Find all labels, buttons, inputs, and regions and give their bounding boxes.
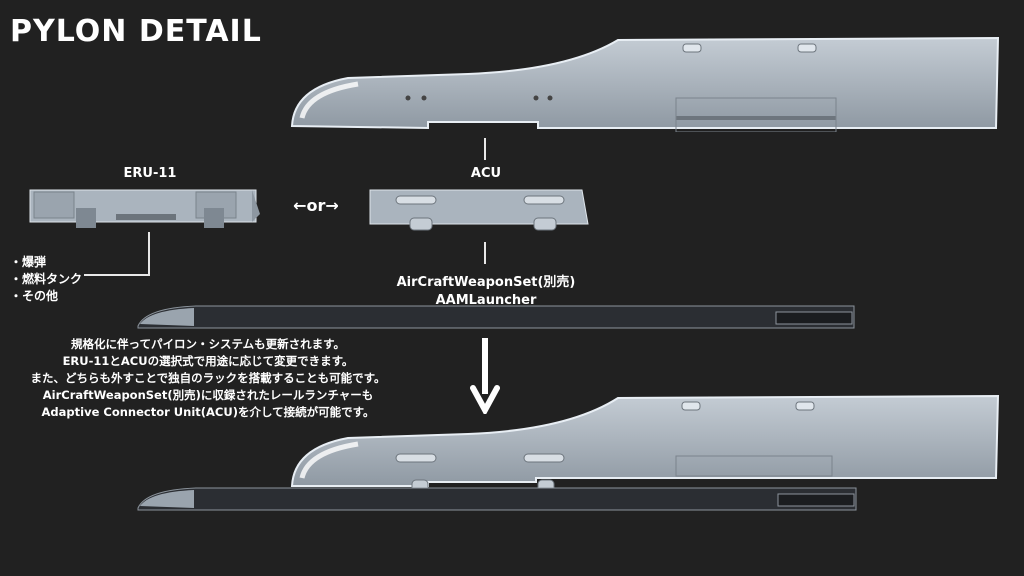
eru-label: ERU-11 — [123, 166, 177, 181]
description-line: AirCraftWeaponSet(別売)に収録されたレールランチャーも — [42, 388, 374, 402]
weaponset-line2: AAMLauncher — [435, 293, 537, 308]
assembled-pylon-image — [137, 394, 1000, 511]
connector-line-eru — [148, 232, 150, 276]
weaponset-label: AirCraftWeaponSet(別売) AAMLauncher — [384, 274, 588, 310]
eru11-image — [29, 189, 260, 228]
connector-line-acu — [484, 242, 486, 264]
eru-use-item: ・その他 — [10, 289, 59, 303]
down-arrow-icon — [470, 338, 500, 414]
page-title: PYLON DETAIL — [10, 14, 262, 49]
connector-line-eru-h — [84, 274, 150, 276]
description-line: ERU-11とACUの選択式で用途に応じて変更できます。 — [62, 354, 354, 368]
eru-use-list: ・爆弾 ・燃料タンク ・その他 — [10, 254, 82, 305]
acu-label: ACU — [470, 166, 502, 181]
connector-line-top — [484, 138, 486, 160]
eru-use-item: ・燃料タンク — [10, 272, 83, 286]
description-line: Adaptive Connector Unit(ACU)を介して接続が可能です。 — [41, 405, 375, 419]
description-line: また、どちらも外すことで独自のラックを搭載することも可能です。 — [30, 371, 386, 385]
rail-launcher-image — [137, 305, 855, 329]
acu-image — [369, 189, 589, 231]
or-label: ←or→ — [293, 196, 339, 215]
pylon-top-image — [290, 36, 1000, 132]
description-line: 規格化に伴ってパイロン・システムも更新されます。 — [71, 337, 345, 351]
description-text: 規格化に伴ってパイロン・システムも更新されます。 ERU-11とACUの選択式で… — [4, 336, 412, 421]
weaponset-line1: AirCraftWeaponSet(別売) — [396, 275, 576, 290]
eru-use-item: ・爆弾 — [10, 255, 47, 269]
